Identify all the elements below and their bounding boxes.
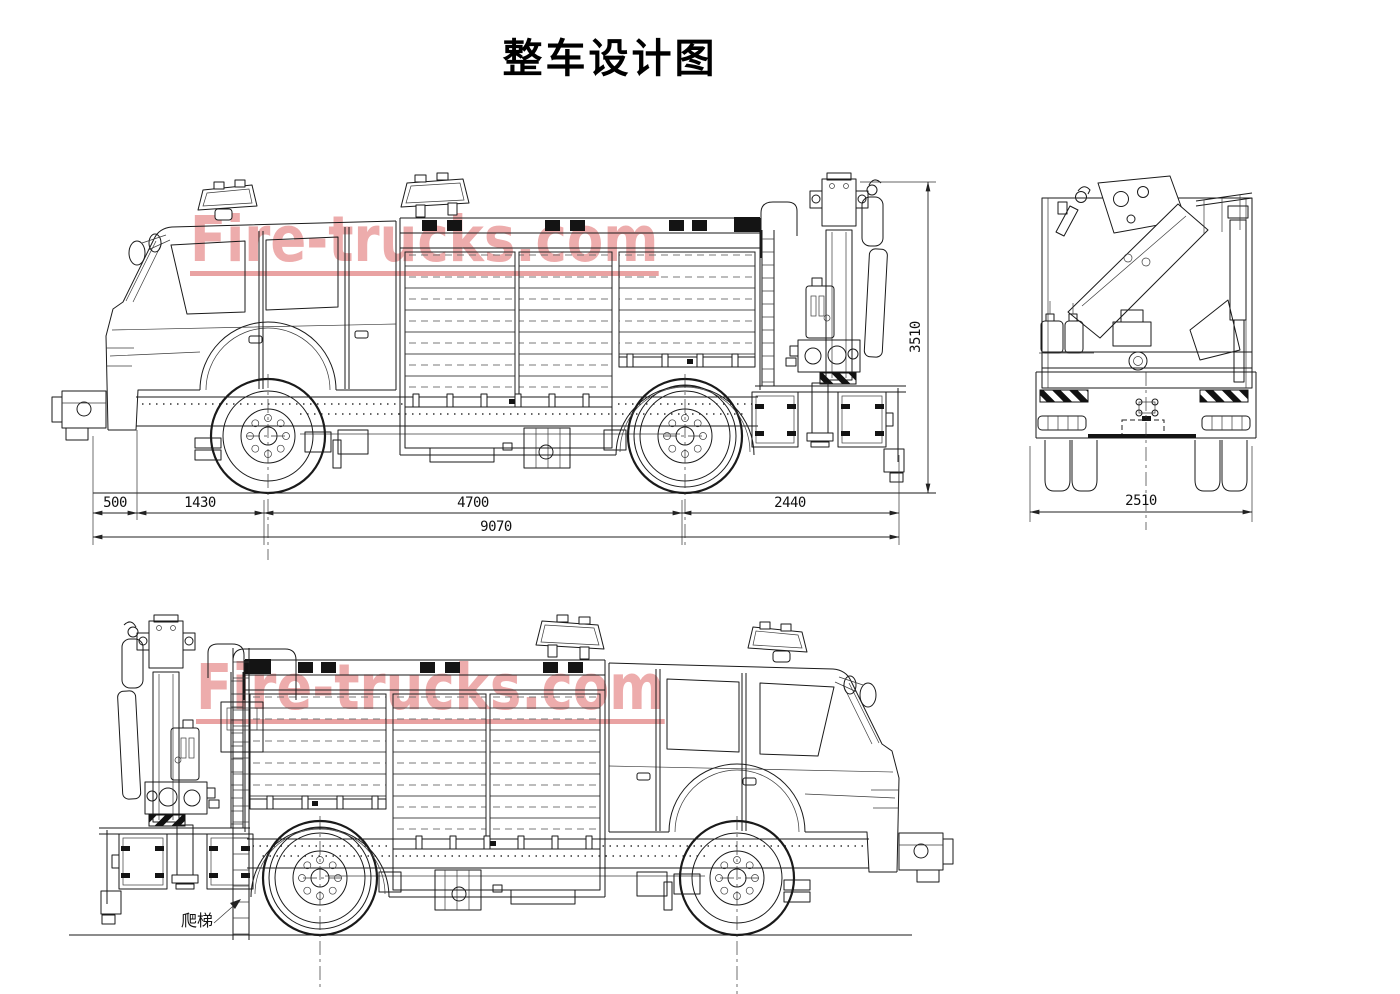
roller-shutter-1 [404, 251, 516, 399]
rear-ladder [761, 230, 775, 386]
dim-overall-width: 2510 [1125, 493, 1157, 509]
dimensions-rear-view: 2510 [1029, 446, 1253, 522]
hook-pulley [1075, 191, 1087, 203]
ladder-callout: 爬梯 [181, 899, 241, 930]
dim-wheelbase: 4700 [457, 495, 489, 511]
front-wheel [209, 374, 327, 560]
shutter-rail [404, 396, 613, 408]
door-handle [248, 335, 263, 344]
rear-compartment [751, 391, 799, 448]
body-superstructure [399, 217, 761, 456]
marker-light [422, 220, 437, 231]
rear-deck-crane [751, 172, 906, 483]
rear-compartment [837, 391, 887, 448]
rear-tire [1044, 440, 1071, 492]
crane-base [797, 339, 861, 373]
dimensions-side-view: 500 1430 4700 2440 9070 3510 [92, 181, 936, 545]
side-view-top [51, 172, 936, 560]
crane-hook [866, 184, 878, 196]
side-view-bottom: 爬梯 [67, 613, 955, 994]
crane-jib [861, 196, 884, 247]
cab [105, 220, 397, 461]
beacon-light [214, 208, 233, 221]
body-lightbar [400, 172, 470, 218]
roller-shutter-2 [518, 251, 613, 399]
deck [755, 385, 906, 393]
dim-overall-height: 3510 [908, 321, 924, 353]
dim-front-section: 1430 [184, 495, 216, 511]
front-wheel-arch [199, 321, 337, 391]
dim-total-length: 9070 [480, 519, 512, 535]
door-handle [354, 330, 369, 339]
rear-tanks [1039, 301, 1094, 354]
outrigger [811, 382, 829, 434]
dim-rear-overhang: 2440 [774, 495, 806, 511]
rear-crane-folded [1055, 175, 1253, 383]
license-plate [1121, 419, 1165, 436]
handrail [760, 201, 798, 258]
leader-arrow [230, 899, 241, 909]
roller-shutter-3 [618, 251, 756, 359]
ladder-handrail [232, 648, 297, 700]
rear-wheel [626, 374, 744, 548]
tail-lamp-left [1037, 415, 1087, 431]
mirror [128, 240, 146, 266]
rear-lower [1035, 351, 1257, 530]
rear-view: 2510 [1029, 175, 1257, 530]
rear-wheel-arch [615, 385, 755, 456]
dim-front-overhang: 500 [103, 495, 127, 511]
drawing-title: 整车设计图 [502, 35, 718, 82]
crew-window [265, 236, 339, 311]
crane-column [821, 178, 857, 227]
access-ladder [220, 648, 297, 940]
front-winch [51, 390, 107, 441]
cab-lightbar [197, 179, 258, 221]
hydraulic-tank [805, 285, 835, 339]
door-window [170, 240, 246, 315]
hazard-stripe-left [1039, 389, 1089, 403]
chassis-frame [136, 396, 758, 469]
tail-lamp-right [1201, 415, 1251, 431]
cab-step [194, 437, 222, 449]
ladder-label: 爬梯 [181, 911, 213, 930]
mudflap [332, 439, 342, 469]
hazard-stripe-right [1199, 389, 1249, 403]
